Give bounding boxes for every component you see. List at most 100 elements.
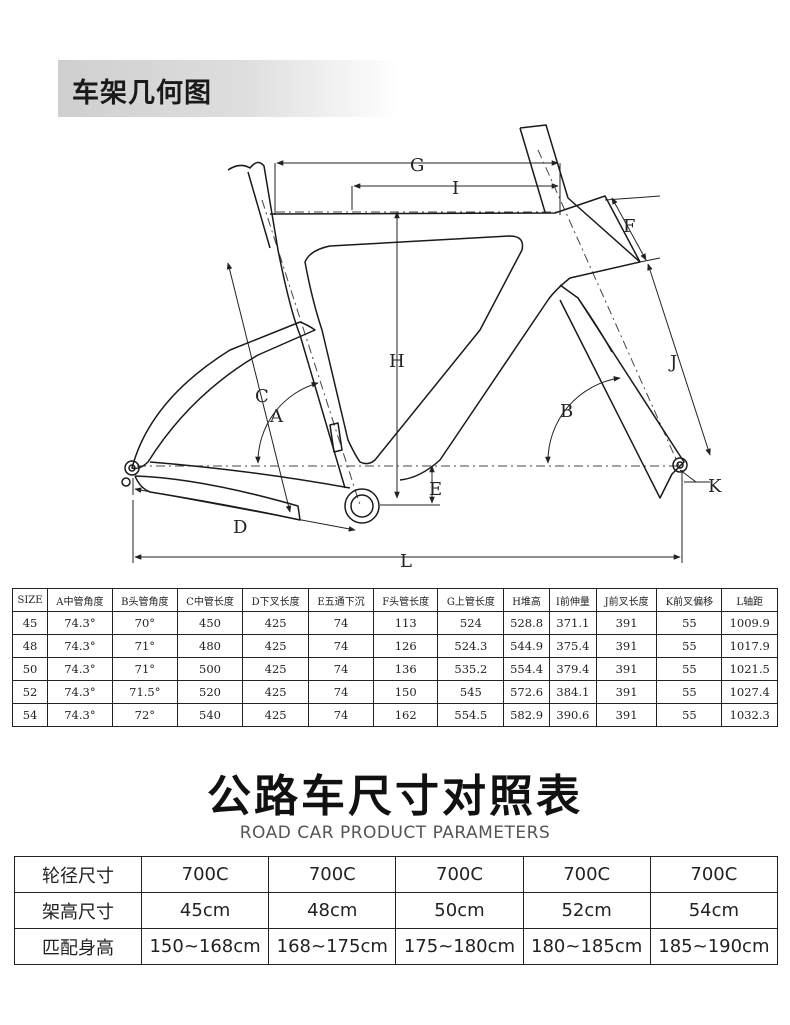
table-row: 52 74.3° 71.5° 520 425 74 150 545 572.6 … bbox=[11, 680, 778, 704]
table-cell: 582.9 bbox=[503, 703, 550, 727]
table-cell: 55 bbox=[656, 611, 723, 635]
table-cell: 50cm bbox=[395, 892, 524, 929]
label-c: C bbox=[255, 386, 269, 407]
table-cell: 74 bbox=[308, 634, 374, 658]
table-cell: 425 bbox=[242, 657, 310, 681]
row-label: 轮径尺寸 bbox=[14, 856, 142, 893]
label-g: G bbox=[410, 155, 424, 176]
bike-frame bbox=[121, 124, 688, 524]
table-cell: 71° bbox=[111, 634, 178, 658]
table-cell: 700C bbox=[140, 856, 270, 893]
params-title: 公路车尺寸对照表 bbox=[207, 771, 583, 822]
table-cell: 55 bbox=[656, 680, 723, 704]
table-cell: 55 bbox=[656, 703, 723, 727]
params-subtitle: ROAD CAR PRODUCT PARAMETERS bbox=[239, 823, 551, 843]
table-cell: 72° bbox=[111, 703, 178, 727]
table-cell: 52cm bbox=[522, 892, 651, 929]
table-cell: 70° bbox=[111, 611, 178, 635]
dimension-lines bbox=[132, 160, 711, 563]
label-a: A bbox=[269, 406, 284, 427]
table-cell: 74.3° bbox=[47, 657, 113, 681]
page-title: 车架几何图 bbox=[72, 78, 212, 109]
table-cell: 50 bbox=[11, 657, 49, 681]
table-cell: 71.5° bbox=[111, 680, 178, 704]
geometry-table: SIZE A中管角度 B头管角度 C中管长度 D下叉长度 E五通下沉 F头管长度… bbox=[11, 588, 778, 727]
table-header-cell: D下叉长度 bbox=[242, 588, 310, 612]
table-cell: 572.6 bbox=[503, 680, 550, 704]
table-cell: 136 bbox=[372, 657, 439, 681]
table-cell: 450 bbox=[176, 611, 244, 635]
table-cell: 74 bbox=[308, 657, 374, 681]
table-cell: 425 bbox=[242, 611, 310, 635]
label-l: L bbox=[400, 551, 412, 572]
table-cell: 384.1 bbox=[548, 680, 597, 704]
label-b: B bbox=[560, 401, 573, 422]
table-cell: 180~185cm bbox=[522, 928, 651, 965]
table-cell: 700C bbox=[649, 856, 779, 893]
label-k: K bbox=[708, 476, 722, 497]
dimension-labels: G I H E D L C A B F J K bbox=[233, 155, 722, 572]
table-cell: 74 bbox=[308, 680, 374, 704]
table-cell: 54cm bbox=[649, 892, 779, 929]
table-cell: 150~168cm bbox=[140, 928, 270, 965]
table-cell: 545 bbox=[437, 680, 505, 704]
table-cell: 391 bbox=[595, 657, 658, 681]
table-cell: 54 bbox=[11, 703, 49, 727]
table-cell: 535.2 bbox=[437, 657, 505, 681]
table-header-cell: SIZE bbox=[11, 588, 49, 612]
table-header-cell: L轴距 bbox=[721, 588, 778, 612]
row-label: 匹配身高 bbox=[14, 928, 142, 965]
table-cell: 425 bbox=[242, 680, 310, 704]
table-row: 50 74.3° 71° 500 425 74 136 535.2 554.4 … bbox=[11, 657, 778, 681]
table-header-cell: I前伸量 bbox=[548, 588, 597, 612]
table-cell: 371.1 bbox=[548, 611, 597, 635]
table-header-row: SIZE A中管角度 B头管角度 C中管长度 D下叉长度 E五通下沉 F头管长度… bbox=[11, 588, 778, 612]
table-row: 匹配身高 150~168cm 168~175cm 175~180cm 180~1… bbox=[14, 928, 779, 965]
label-h: H bbox=[389, 351, 405, 372]
table-cell: 524.3 bbox=[437, 634, 505, 658]
table-header-cell: J前叉长度 bbox=[595, 588, 658, 612]
table-row: 54 74.3° 72° 540 425 74 162 554.5 582.9 … bbox=[11, 703, 778, 727]
table-cell: 544.9 bbox=[503, 634, 550, 658]
table-row: 轮径尺寸 700C 700C 700C 700C 700C bbox=[14, 856, 779, 893]
table-header-cell: E五通下沉 bbox=[308, 588, 374, 612]
table-cell: 520 bbox=[176, 680, 244, 704]
table-cell: 74.3° bbox=[47, 611, 113, 635]
table-cell: 700C bbox=[395, 856, 524, 893]
table-row: 架高尺寸 45cm 48cm 50cm 52cm 54cm bbox=[14, 892, 779, 929]
table-cell: 71° bbox=[111, 657, 178, 681]
table-cell: 540 bbox=[176, 703, 244, 727]
table-cell: 425 bbox=[242, 703, 310, 727]
table-header-cell: B头管角度 bbox=[111, 588, 178, 612]
table-cell: 55 bbox=[656, 657, 723, 681]
label-e: E bbox=[429, 479, 442, 500]
table-cell: 700C bbox=[522, 856, 651, 893]
table-cell: 425 bbox=[242, 634, 310, 658]
table-cell: 55 bbox=[656, 634, 723, 658]
table-cell: 1027.4 bbox=[721, 680, 778, 704]
table-header-cell: H堆高 bbox=[503, 588, 550, 612]
table-cell: 74.3° bbox=[47, 634, 113, 658]
table-cell: 1021.5 bbox=[721, 657, 778, 681]
table-cell: 1032.3 bbox=[721, 703, 778, 727]
table-cell: 175~180cm bbox=[395, 928, 524, 965]
table-row: 45 74.3° 70° 450 425 74 113 524 528.8 37… bbox=[11, 611, 778, 635]
table-cell: 185~190cm bbox=[649, 928, 779, 965]
label-i: I bbox=[452, 178, 459, 199]
table-cell: 74 bbox=[308, 703, 374, 727]
table-cell: 700C bbox=[268, 856, 397, 893]
table-cell: 48cm bbox=[268, 892, 397, 929]
table-cell: 74.3° bbox=[47, 703, 113, 727]
table-cell: 391 bbox=[595, 680, 658, 704]
table-cell: 524 bbox=[437, 611, 505, 635]
table-header-cell: C中管长度 bbox=[176, 588, 244, 612]
table-cell: 554.5 bbox=[437, 703, 505, 727]
label-f: F bbox=[623, 216, 636, 237]
table-header-cell: F头管长度 bbox=[372, 588, 439, 612]
table-cell: 45 bbox=[11, 611, 49, 635]
label-d: D bbox=[233, 517, 247, 538]
table-cell: 162 bbox=[372, 703, 439, 727]
row-label: 架高尺寸 bbox=[14, 892, 142, 929]
table-cell: 126 bbox=[372, 634, 439, 658]
table-cell: 480 bbox=[176, 634, 244, 658]
